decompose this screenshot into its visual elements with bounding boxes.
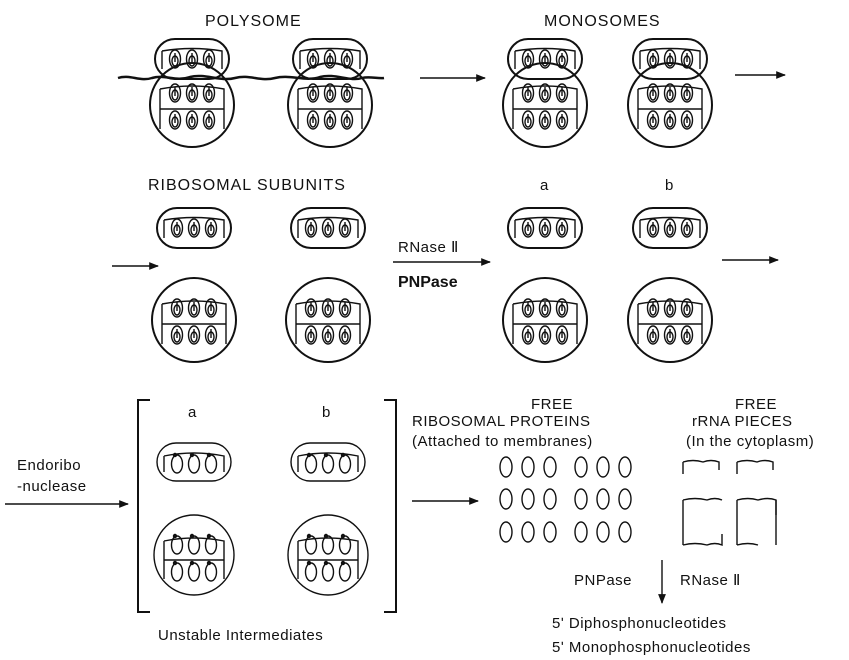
- label-a-top: a: [540, 177, 549, 194]
- label-in-cytoplasm: (In the cytoplasm): [686, 433, 814, 450]
- protein-oval: [597, 457, 609, 477]
- label-rrna-pieces: rRNA PIECES: [692, 413, 793, 430]
- label-pnpase-bottom: PNPase: [574, 572, 632, 589]
- label-rnase-ii: RNase Ⅱ: [398, 239, 459, 256]
- protein-oval: [619, 522, 631, 542]
- label-free-proteins: FREE: [531, 396, 573, 413]
- label-monophosphonucleotides: 5ʹ Monophosphonucleotides: [552, 639, 751, 656]
- protein-oval: [522, 457, 534, 477]
- label-nuclease: -nuclease: [17, 478, 87, 495]
- label-monosomes: MONOSOMES: [544, 13, 661, 30]
- label-b-top: b: [665, 177, 674, 194]
- bracket-left: [138, 400, 150, 612]
- protein-oval: [544, 457, 556, 477]
- subunits-a-b: [503, 208, 712, 362]
- protein-oval: [575, 489, 587, 509]
- unstable-intermediates: [154, 443, 368, 595]
- protein-oval: [575, 522, 587, 542]
- mrna-strand: [118, 76, 384, 79]
- label-b-intermediate: b: [322, 404, 331, 421]
- polysome: [118, 39, 384, 147]
- label-attached-membranes: (Attached to membranes): [412, 433, 593, 450]
- protein-oval: [544, 522, 556, 542]
- free-rrna-pieces: [683, 461, 776, 546]
- protein-oval: [619, 457, 631, 477]
- label-endoribo: Endoribo: [17, 457, 81, 474]
- protein-oval: [597, 522, 609, 542]
- label-rnase-bottom: RNase Ⅱ: [680, 572, 741, 589]
- label-free-rrna: FREE: [735, 396, 777, 413]
- protein-oval: [522, 489, 534, 509]
- label-pnpase: PNPase: [398, 274, 458, 291]
- label-a-intermediate: a: [188, 404, 197, 421]
- protein-oval: [575, 457, 587, 477]
- protein-oval: [500, 457, 512, 477]
- ribosomal-subunits: [152, 208, 370, 362]
- monosomes: [503, 39, 712, 147]
- protein-oval: [500, 522, 512, 542]
- label-ribosomal-subunits: RIBOSOMAL SUBUNITS: [148, 177, 346, 194]
- protein-oval: [522, 522, 534, 542]
- protein-oval: [597, 489, 609, 509]
- free-proteins: [500, 457, 631, 542]
- label-ribosomal-proteins: RIBOSOMAL PROTEINS: [412, 413, 590, 430]
- protein-oval: [544, 489, 556, 509]
- label-diphosphonucleotides: 5ʹ Diphosphonucleotides: [552, 615, 726, 632]
- protein-oval: [619, 489, 631, 509]
- bracket-right: [384, 400, 396, 612]
- protein-oval: [500, 489, 512, 509]
- label-polysome: POLYSOME: [205, 13, 302, 30]
- label-unstable-intermediates: Unstable Intermediates: [158, 627, 323, 644]
